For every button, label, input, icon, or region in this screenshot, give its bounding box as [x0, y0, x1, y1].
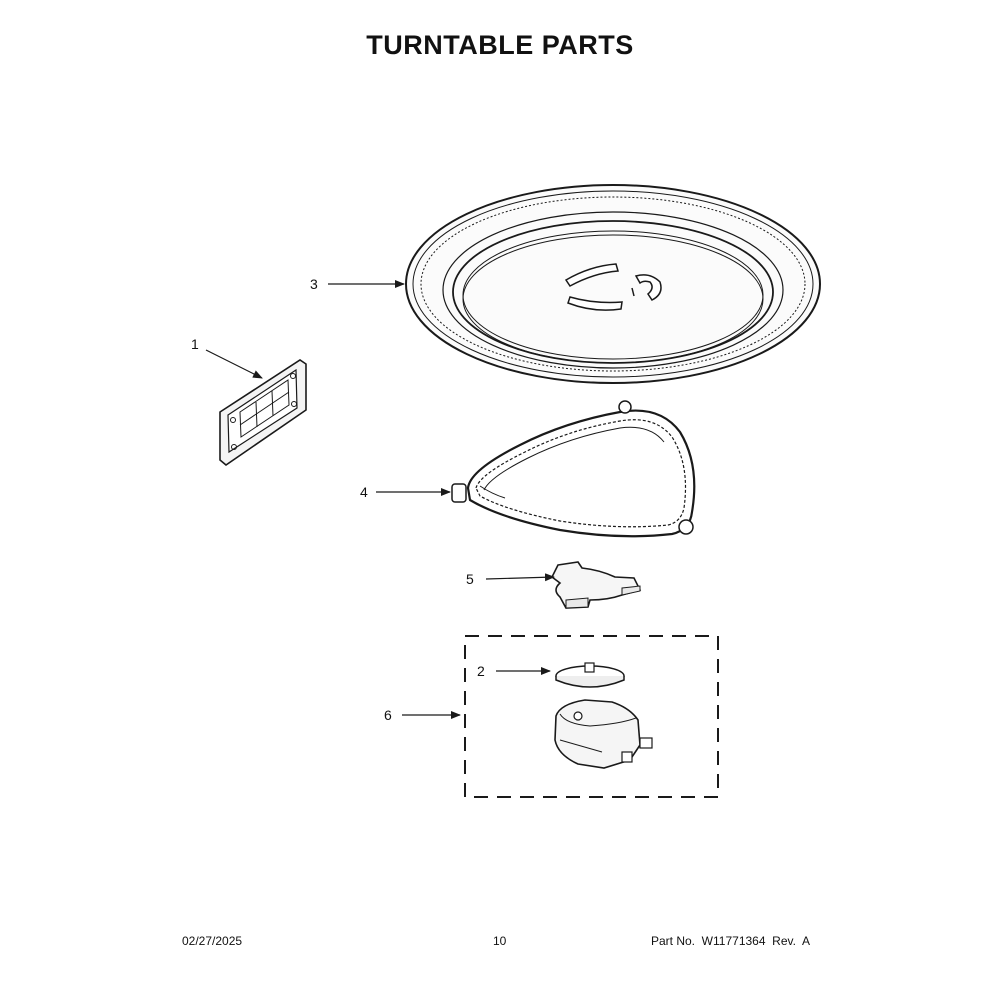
motor-assembly-box — [464, 635, 719, 798]
callout-2: 2 — [477, 663, 485, 679]
callout-5: 5 — [466, 571, 474, 587]
turntable-tray — [405, 184, 821, 384]
coupler-part — [555, 662, 625, 688]
roller-ring — [451, 400, 696, 538]
callout-4: 4 — [360, 484, 368, 500]
leader-line-5 — [485, 573, 555, 582]
leader-lines — [205, 280, 555, 719]
leader-line-1 — [205, 349, 263, 379]
motor-part — [554, 699, 653, 769]
callout-6: 6 — [384, 707, 392, 723]
page-title: TURNTABLE PARTS — [366, 30, 634, 60]
footer-part-number: Part No. W11771364 Rev. A — [651, 934, 810, 948]
footer-page-number: 10 — [493, 934, 507, 948]
footer-date: 02/27/2025 — [182, 934, 243, 948]
callout-1: 1 — [191, 336, 199, 352]
filter-part — [219, 359, 307, 467]
hub-part — [550, 561, 642, 609]
callout-3: 3 — [310, 276, 318, 292]
